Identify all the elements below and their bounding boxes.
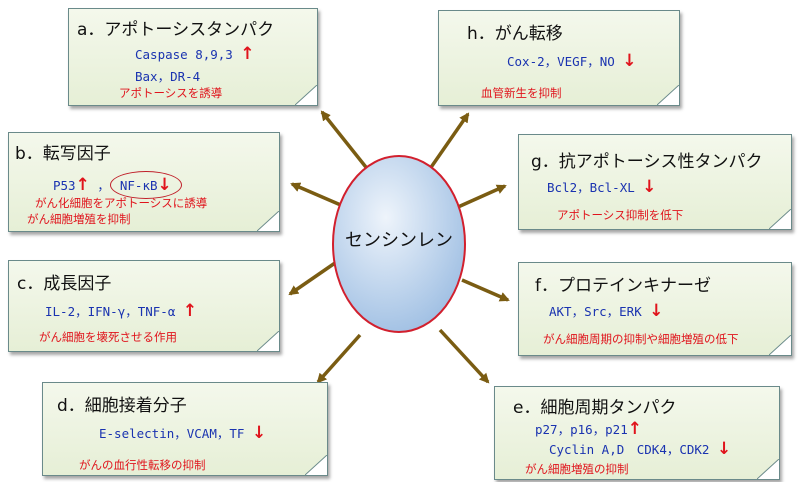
arrow-to-g bbox=[457, 184, 507, 209]
box-c-title: c．成長因子 bbox=[17, 274, 112, 294]
box-g-anti-apoptosis: g．抗アポトーシス性タンパク Bcl2，Bcl-XL ↓ アポトーシス抑制を低下 bbox=[518, 134, 792, 230]
box-a-line2: Bax，DR-4 bbox=[135, 69, 201, 84]
box-f-line1: AKT，Src，ERK ↓ bbox=[549, 301, 664, 321]
arrow-to-c bbox=[288, 261, 336, 296]
arrow-to-d bbox=[316, 333, 362, 384]
box-c-line1: IL-2，IFN-γ，TNF-α ↑ bbox=[45, 301, 198, 321]
arrow-to-e bbox=[438, 328, 490, 384]
box-b-line1: P53↑ ，NF-κB↓ bbox=[53, 171, 182, 199]
box-d-title: d．細胞接着分子 bbox=[57, 396, 187, 416]
arrow-to-a bbox=[320, 110, 375, 178]
box-h-line1: Cox-2，VEGF，NO ↓ bbox=[507, 51, 637, 71]
center-ellipse bbox=[332, 155, 466, 333]
box-h-metastasis: h．がん転移 Cox-2，VEGF，NO ↓ 血管新生を抑制 bbox=[438, 10, 680, 106]
box-b-title: b．転写因子 bbox=[15, 144, 111, 164]
box-g-note: アポトーシス抑制を低下 bbox=[557, 208, 684, 222]
box-a-note: アポトーシスを誘導 bbox=[119, 86, 223, 100]
box-b-note2: がん細胞増殖を抑制 bbox=[27, 212, 131, 226]
box-h-title: h．がん転移 bbox=[467, 24, 563, 44]
box-c-note: がん細胞を壊死させる作用 bbox=[39, 330, 177, 344]
page-fold-icon bbox=[657, 85, 679, 105]
box-e-cell-cycle-protein: e．細胞周期タンパク p27，p16，p21↑ Cyclin A,D CDK4，… bbox=[494, 386, 780, 480]
box-e-line2: Cyclin A,D CDK4，CDK2 ↓ bbox=[549, 439, 732, 459]
box-c-growth-factor: c．成長因子 IL-2，IFN-γ，TNF-α ↑ がん細胞を壊死させる作用 bbox=[8, 260, 280, 352]
down-arrow-icon: ↓ bbox=[717, 439, 732, 459]
page-fold-icon bbox=[257, 211, 279, 231]
page-fold-icon bbox=[257, 331, 279, 351]
down-arrow-icon: ↓ bbox=[649, 301, 664, 321]
box-e-note: がん細胞増殖の抑制 bbox=[525, 462, 629, 476]
box-f-protein-kinase: f．プロテインキナーゼ AKT，Src，ERK ↓ がん細胞周期の抑制や細胞増殖… bbox=[518, 262, 792, 356]
box-d-note: がんの血行性転移の抑制 bbox=[79, 458, 206, 472]
up-arrow-icon: ↑ bbox=[182, 301, 198, 321]
box-d-cell-adhesion: d．細胞接着分子 E-selectin，VCAM，TF ↓ がんの血行性転移の抑… bbox=[42, 382, 328, 476]
box-g-line1: Bcl2，Bcl-XL ↓ bbox=[547, 177, 657, 197]
center-label: センシンレン bbox=[345, 230, 453, 251]
down-arrow-icon: ↓ bbox=[251, 423, 267, 443]
page-fold-icon bbox=[769, 335, 791, 355]
down-arrow-icon: ↓ bbox=[622, 51, 637, 71]
arrow-to-b bbox=[290, 182, 344, 208]
box-f-title: f．プロテインキナーゼ bbox=[535, 276, 711, 296]
box-h-note: 血管新生を抑制 bbox=[481, 86, 562, 100]
up-arrow-icon: ↑ bbox=[75, 175, 90, 195]
box-e-title: e．細胞周期タンパク bbox=[513, 398, 677, 418]
box-f-note: がん細胞周期の抑制や細胞増殖の低下 bbox=[543, 332, 739, 346]
box-a-title: a．アポトーシスタンパク bbox=[77, 20, 275, 40]
up-arrow-icon: ↑ bbox=[627, 419, 642, 439]
page-fold-icon bbox=[305, 455, 327, 475]
down-arrow-icon: ↓ bbox=[157, 175, 172, 195]
box-d-line1: E-selectin，VCAM，TF ↓ bbox=[99, 423, 267, 443]
page-fold-icon bbox=[757, 459, 779, 479]
down-arrow-icon: ↓ bbox=[642, 177, 657, 197]
arrow-to-h bbox=[423, 112, 470, 177]
page-fold-icon bbox=[295, 85, 317, 105]
box-a-apoptosis-protein: a．アポトーシスタンパク Caspase 8,9,3 ↑ Bax，DR-4 アポ… bbox=[68, 8, 318, 106]
box-a-line1: Caspase 8,9,3 ↑ bbox=[135, 44, 255, 64]
page-fold-icon bbox=[769, 209, 791, 229]
box-g-title: g．抗アポトーシス性タンパク bbox=[531, 152, 763, 172]
up-arrow-icon: ↑ bbox=[240, 44, 255, 64]
box-e-line1: p27，p16，p21↑ bbox=[535, 419, 642, 439]
arrow-to-f bbox=[461, 278, 510, 302]
box-b-transcription-factor: b．転写因子 P53↑ ，NF-κB↓ がん化細胞をアポトーシスに誘導 がん細胞… bbox=[8, 132, 280, 232]
box-b-note1: がん化細胞をアポトーシスに誘導 bbox=[35, 196, 208, 210]
nfkb-highlight: NF-κB↓ bbox=[109, 171, 182, 199]
